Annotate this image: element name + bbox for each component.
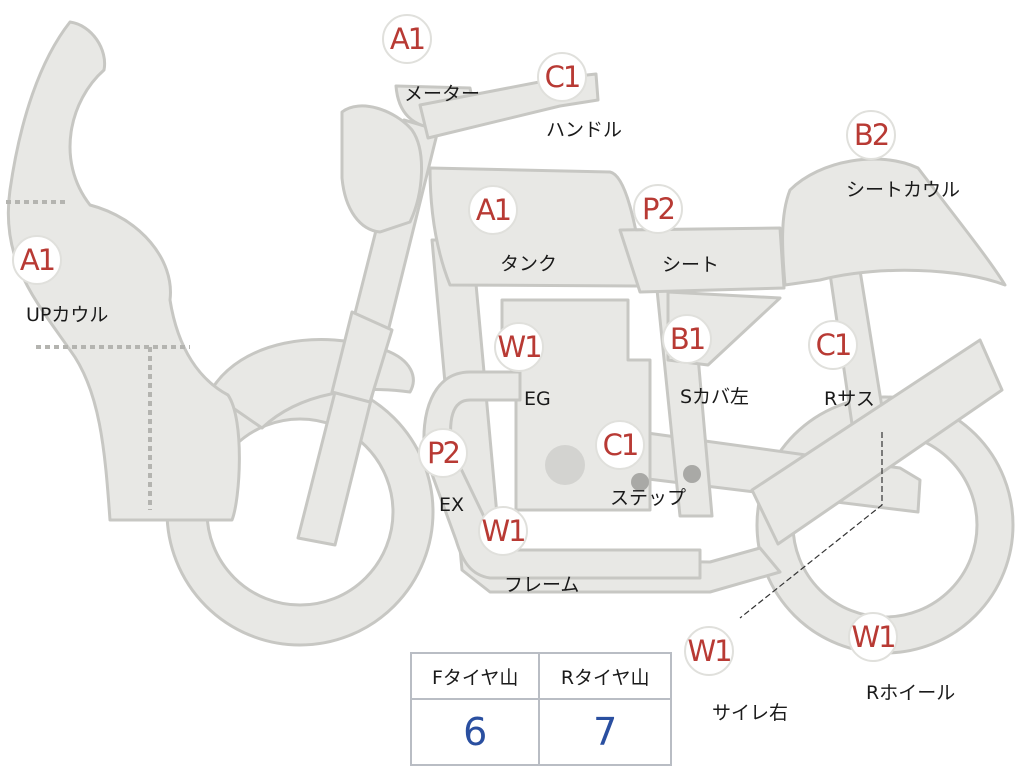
grade-badge-meter: A1 — [382, 14, 432, 64]
tire-tread-table: Fタイヤ山 Rタイヤ山 6 7 — [409, 652, 672, 766]
part-label-handle: ハンドル — [546, 119, 623, 141]
grade-badge-r-wheel: W1 — [848, 612, 898, 662]
part-label-up-cowl: UPカウル — [26, 304, 109, 326]
part-label-r-wheel: Rホイール — [866, 682, 956, 704]
part-label-r-suspension: Rサス — [824, 388, 875, 410]
grade-badge-step: C1 — [595, 420, 645, 470]
grade-badge-s-cover-left: B1 — [662, 314, 712, 364]
part-label-seat: シート — [662, 254, 720, 276]
grade-badge-frame: W1 — [478, 506, 528, 556]
headlight — [340, 104, 423, 234]
grade-badge-seat-cowl: B2 — [846, 110, 896, 160]
part-label-meter: メーター — [404, 83, 481, 105]
part-label-s-cover-left: Sカバ左 — [680, 386, 750, 408]
grade-badge-r-suspension: C1 — [808, 320, 858, 370]
leader-line — [739, 432, 883, 619]
part-label-frame: フレーム — [504, 574, 580, 596]
rear-tire-header: Rタイヤ山 — [538, 652, 672, 700]
front-tire-value: 6 — [409, 698, 541, 766]
grade-badge-handle: C1 — [537, 52, 587, 102]
grade-badge-muffler-right: W1 — [684, 626, 734, 676]
grade-badge-tank: A1 — [468, 185, 518, 235]
seat — [618, 226, 786, 294]
part-label-exhaust: EX — [439, 494, 465, 516]
upper-cowl — [6, 20, 241, 522]
muffler — [750, 338, 1004, 546]
part-label-step: ステップ — [610, 487, 687, 509]
front-tire-header: Fタイヤ山 — [409, 652, 541, 700]
part-label-seat-cowl: シートカウル — [846, 179, 961, 201]
grade-badge-seat: P2 — [633, 184, 683, 234]
part-label-muffler-right: サイレ右 — [712, 702, 789, 724]
exhaust-pipe — [422, 370, 702, 580]
grade-badge-up-cowl: A1 — [12, 235, 62, 285]
grade-badge-engine: W1 — [494, 322, 544, 372]
grade-badge-exhaust: P2 — [418, 428, 468, 478]
part-label-engine: EG — [524, 388, 551, 410]
rear-tire-value: 7 — [538, 698, 672, 766]
part-label-tank: タンク — [500, 253, 558, 275]
